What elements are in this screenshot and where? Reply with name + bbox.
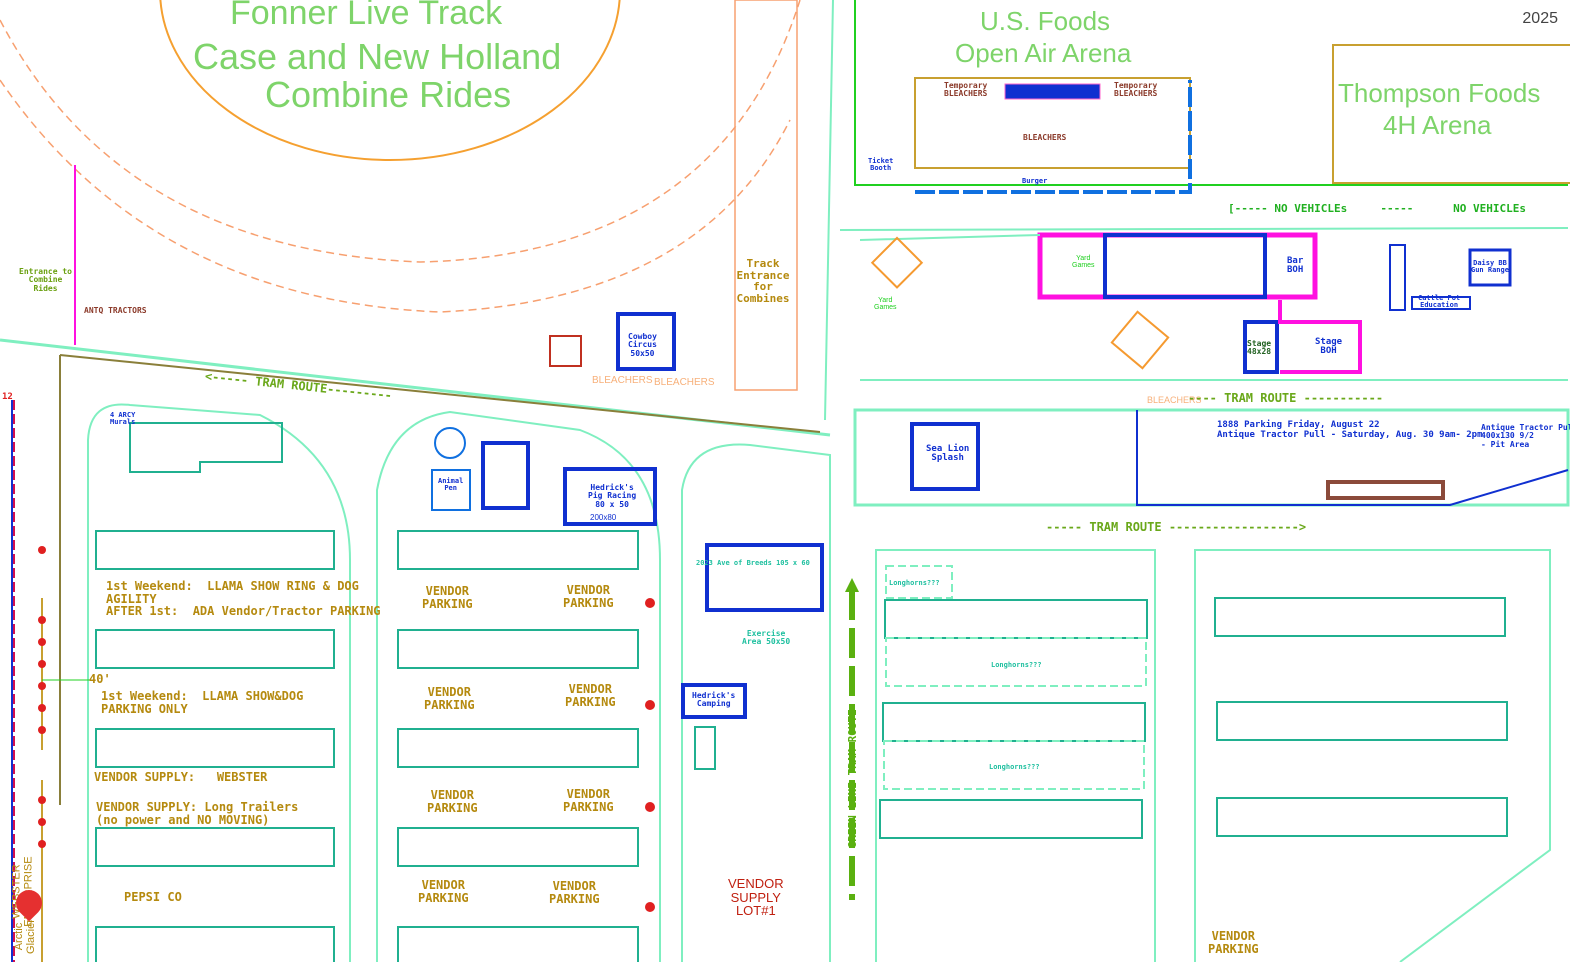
entrance-combine-rides: Entrance to Combine Rides [19, 267, 72, 293]
llama-parking-note: 1st Weekend: LLAMA SHOW&DOG PARKING ONLY [101, 689, 304, 716]
arcy-murals: 4 ARCY Murals [110, 411, 136, 427]
track-entrance-combines: Track Entrance for Combines [736, 257, 790, 305]
combine-rides-line1: Case and New Holland [193, 36, 562, 77]
arena-title-line1: U.S. Foods [980, 6, 1111, 36]
bleachers-peach-3: BLEACHERS [1147, 395, 1202, 405]
vendor-parking: VENDOR PARKING [427, 788, 478, 815]
sea-lion-splash: Sea Lion Splash [926, 444, 970, 464]
animal-pen: Animal Pen [438, 477, 464, 493]
vendor-parking: VENDOR PARKING [418, 878, 469, 905]
llama-show-ring-note: 1st Weekend: LLAMA SHOW RING & DOG AGILI… [106, 579, 381, 619]
cowboy-circus: Cowboy Circus 50x50 [628, 332, 657, 358]
vendor-parking: VENDOR PARKING [563, 583, 614, 610]
vendor-supply-lot-1: VENDOR SUPPLY LOT#1 [728, 876, 784, 919]
pig-racing-size: 200x80 [590, 513, 617, 522]
vendor-supply-long-trailers: VENDOR SUPPLY: Long Trailers (no power a… [96, 800, 299, 827]
distance-40ft: 40' [89, 672, 111, 686]
vendor-parking: VENDOR PARKING [563, 787, 614, 814]
bar-boh-label: Bar BOH [1287, 256, 1304, 276]
longhorns-label: Longhorns??? [889, 579, 940, 587]
antq-tractors: ANTQ TRACTORS [84, 306, 147, 315]
longhorns-label: Longhorns??? [991, 661, 1042, 669]
tram-route-mid: ---- TRAM ROUTE ----------- [1188, 391, 1384, 405]
ticket-booth-label: Ticket Booth [868, 157, 894, 173]
arctic-glacier: Arctic Glacier [12, 919, 37, 954]
combine-rides-line2: Combine Rides [265, 74, 512, 115]
yard-games-label-2: Yard Games [874, 297, 897, 312]
stage-boh-label: Stage BOH [1315, 337, 1343, 357]
no-vehicles-label: [----- NO VEHICLEs ----- NO VEHICLEs [1228, 202, 1527, 215]
vendor-supply-webster: VENDOR SUPPLY: WEBSTER [94, 770, 268, 784]
vendor-parking: VENDOR PARKING [1208, 929, 1259, 956]
stage-label: Stage 48x28 [1247, 339, 1272, 357]
temp-bleachers-right: Temporary BLEACHERS [1114, 81, 1158, 99]
vendor-parking: VENDOR PARKING [549, 879, 600, 906]
tractor-pull-line1: 1888 Parking Friday, August 22 [1217, 420, 1380, 430]
row-number: 12 [2, 392, 13, 402]
pig-racing: Hedrick's Pig Racing 80 x 50 [588, 483, 637, 509]
longhorns-label: Longhorns??? [989, 763, 1040, 771]
thompson-title-line1: Thompson Foods [1338, 78, 1541, 108]
pepsi-co: PEPSI CO [124, 890, 182, 904]
burger-label: Burger [1022, 177, 1048, 185]
hedricks-camping: Hedrick's Camping [692, 691, 736, 709]
bleachers-peach-2: BLEACHERS [654, 377, 715, 388]
vendor-parking: VENDOR PARKING [422, 584, 473, 611]
arena-title-line2: Open Air Arena [955, 38, 1132, 68]
year-label: 2025 [1522, 10, 1558, 27]
track-inner [159, 0, 621, 161]
tractor-pull-pit: Antique Tractor Pull 400x130 9/2 - Pit A… [1481, 423, 1570, 449]
green-line-tram-route: GREEN LINE TRAM ROUTE [846, 709, 860, 849]
temp-bleachers-left: Temporary BLEACHERS [944, 81, 988, 99]
exercise-area: Exercise Area 50x50 [742, 629, 791, 647]
tractor-pull-line2: Antique Tractor Pull - Saturday, Aug. 30… [1217, 430, 1483, 440]
bleachers-label: BLEACHERS [1023, 133, 1067, 142]
vendor-parking: VENDOR PARKING [565, 682, 616, 709]
cattle-pot-education: Cattle Pot Education [1418, 294, 1461, 310]
ave-of-breeds: 2023 Ave of Breeds 105 x 60 [696, 559, 810, 567]
yard-games-label: Yard Games [1072, 255, 1095, 270]
fonner-track-title: Fonner Live Track [230, 0, 503, 32]
daisy-bb-gun-range: Daisy BB Gun Range [1471, 259, 1509, 275]
bleachers-peach-1: BLEACHERS [592, 375, 653, 386]
vendor-parking: VENDOR PARKING [424, 685, 475, 712]
track-outer [0, 0, 801, 263]
tram-route-south: ----- TRAM ROUTE ------------------> [1046, 520, 1307, 534]
thompson-title-line2: 4H Arena [1383, 110, 1492, 140]
